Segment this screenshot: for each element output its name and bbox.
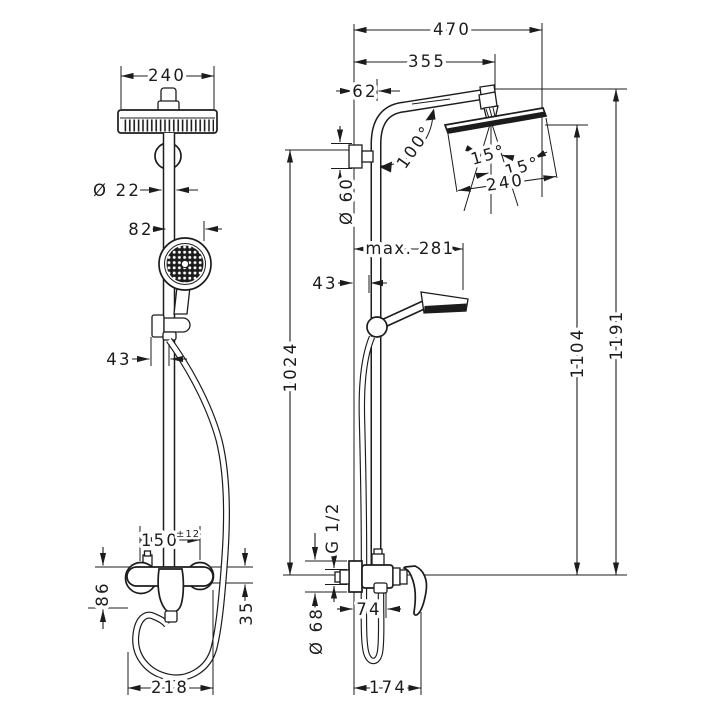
dim-supply-thread: G 1/2 [320,499,347,602]
side-view [334,84,558,665]
dim-label-max-reach: max. 281 [365,239,454,258]
dim-bracket-escutcheon: Ø 60 [331,126,360,229]
mixer-side [334,548,428,616]
mixer-front [124,550,215,623]
bracket-escutcheon [348,144,363,169]
head-tilt-construction [447,117,558,214]
dim-label-total-height: 1191 [607,310,626,361]
dim-label-supply-thread: G 1/2 [323,502,342,554]
dim-bar-height: 1024 [278,150,304,575]
dim-label-outlet-offset: 35 [237,600,256,625]
dim-label-hose-offset-front: 43 [106,350,131,369]
dim-label-total-reach: 470 [433,20,471,39]
dim-mixer-height: 86 [90,547,116,629]
dim-label-mixer-centers: 150 [141,531,179,550]
dim-label-pipe-diameter: Ø 22 [93,181,141,200]
arm-end-joint [478,84,499,121]
dim-total-height: 1191 [604,89,630,575]
dim-label-arm-reach: 355 [408,52,446,71]
dim-mixer-depth: 174 [353,612,422,701]
hand-shower-side [366,291,469,338]
hose-nipple-side [373,582,388,594]
dim-label-mixer-tolerance: ±12 [176,529,200,540]
hand-shower-handle [173,286,191,315]
overhead-shower-side [443,107,548,134]
dim-head-underside-height: 1104 [565,125,591,575]
dim-label-supply-escutcheon: Ø 68 [307,607,326,655]
dim-label-mixer-height: 86 [93,581,112,606]
dim-label-bar-wall-offset: 43 [312,274,337,293]
head-underside-shading [446,111,546,133]
dim-label-mixer-depth: 174 [369,678,407,697]
supply-stub [339,569,350,585]
supply-escutcheon [348,560,363,593]
hand-shower-front [158,237,212,315]
dim-pipe-diameter: Ø 22 [89,178,198,204]
dim-label-wall-offset: 62 [352,82,377,101]
dim-label-hose-connection-offset: 74 [356,600,381,619]
hose-nipple-front [164,610,178,623]
holder-ball-joint [366,316,388,338]
dim-label-bracket-escutcheon: Ø 60 [337,177,356,225]
dim-label-hose-loop-width: 218 [151,678,189,697]
dim-label-handshower-offset: 82 [128,220,153,239]
dim-hose-loop-width: 218 [127,590,214,701]
dim-handshower-offset: 82 [125,217,222,243]
mixer-lever-side [402,565,428,616]
slider-holder-front [151,314,191,341]
dim-mixer-centers: 150 ±12 [137,526,202,561]
dim-label-head-width: 240 [148,66,186,85]
dim-total-reach: 470 [354,17,542,43]
front-view-dimensions: 240 Ø 22 82 43 150 ±12 [89,63,260,701]
dim-arm-reach: 355 [354,49,495,75]
spray-face-hatch [122,119,214,132]
dim-hose-connection-offset: 74 [337,592,401,623]
dim-label-head-underside-height: 1104 [568,328,587,379]
dim-head-width: 240 [120,63,215,109]
dim-supply-escutcheon: Ø 68 [304,533,347,659]
dim-bar-wall-offset: 43 [309,271,387,297]
wall-bracket-side [348,144,374,169]
dim-hose-offset-front: 43 [103,337,187,373]
dim-label-bar-height: 1024 [281,342,300,393]
dim-wall-offset: 62 [336,79,400,105]
dim-outlet-offset: 35 [234,548,260,629]
dim-max-reach: max. 281 [354,236,464,290]
